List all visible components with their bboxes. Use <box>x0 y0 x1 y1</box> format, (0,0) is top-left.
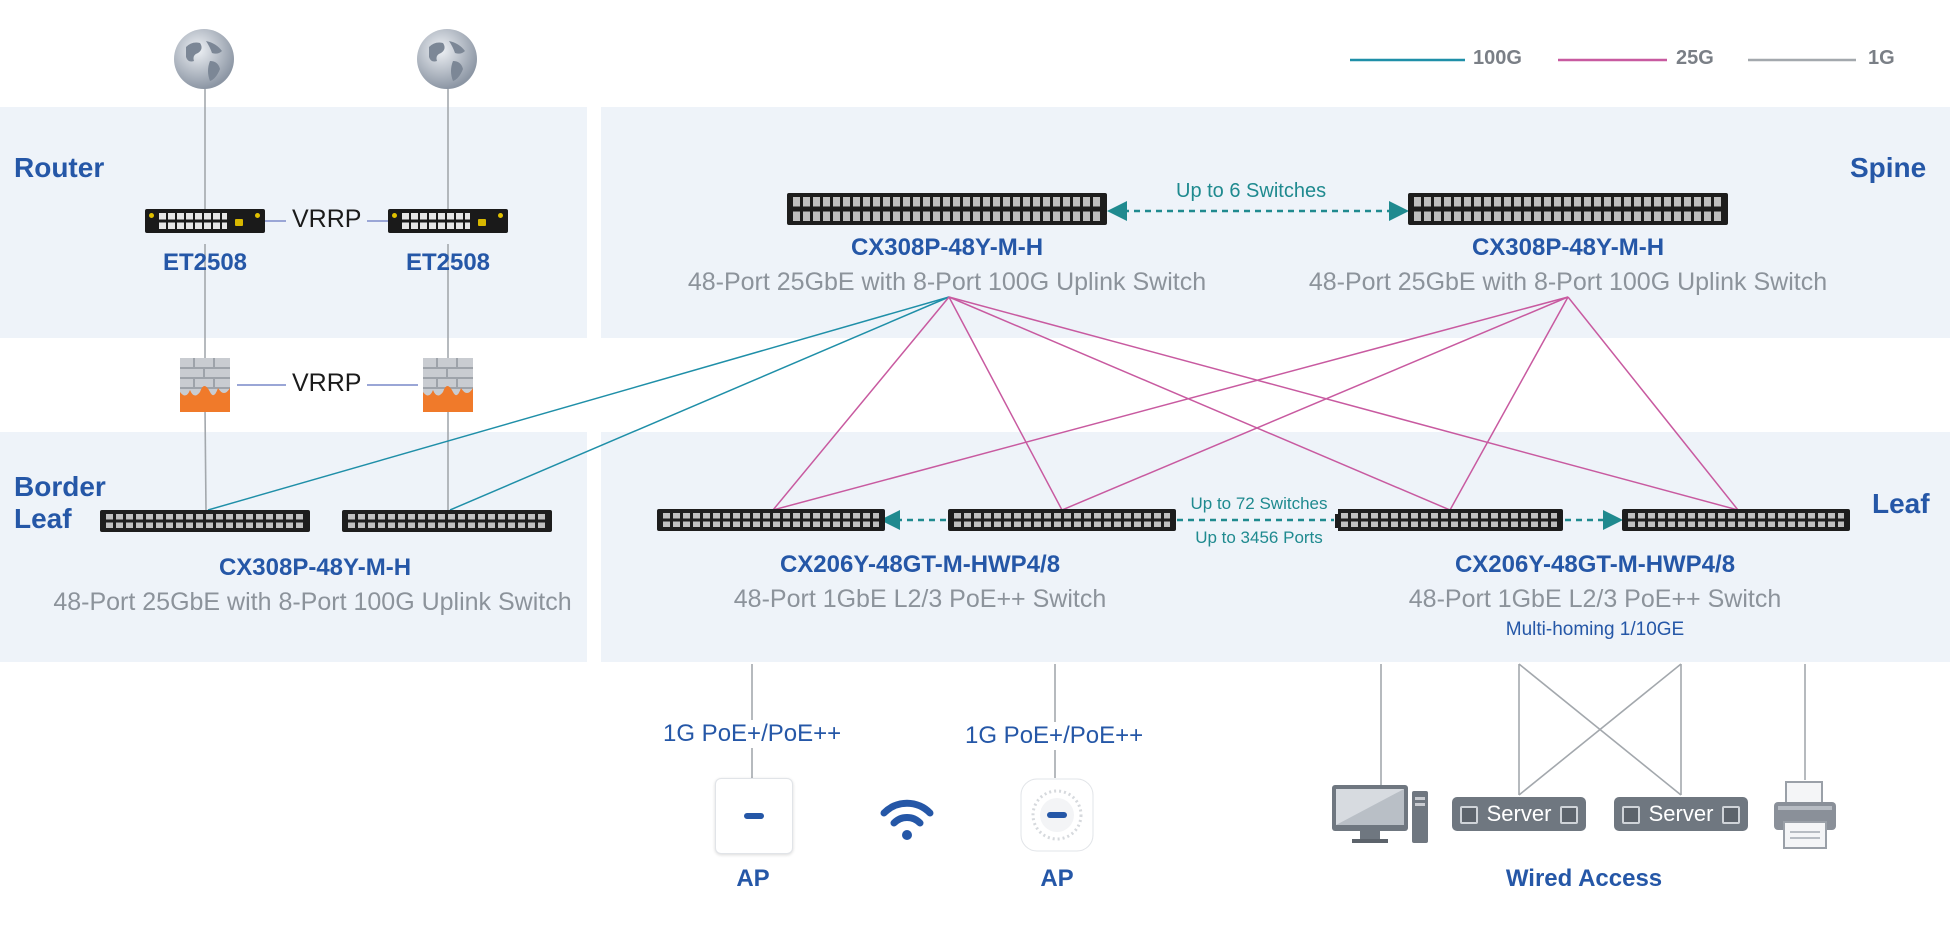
leaf-scale-note-switches: Up to 72 Switches <box>1180 494 1338 514</box>
router-1-model: ET2508 <box>162 249 248 276</box>
100g-links <box>207 296 950 511</box>
firewall-icon <box>180 358 230 412</box>
leaf-switch-2 <box>948 509 1176 531</box>
spine-switch-left <box>787 193 1107 225</box>
server-2-label: Server <box>1648 801 1714 826</box>
leaf-switch-4 <box>1622 509 1850 531</box>
spine-switch-right <box>1408 193 1728 225</box>
poe-label-right: 1G PoE+/PoE++ <box>961 722 1148 750</box>
desktop-icon <box>1332 785 1428 843</box>
tier-label-router: Router <box>14 152 105 183</box>
border-leaf-desc: 48-Port 25GbE with 8-Port 100G Uplink Sw… <box>53 588 572 616</box>
wifi-icon <box>880 799 934 840</box>
border-leaf-switch-1 <box>100 510 310 532</box>
leaf-right-model: CX206Y-48GT-M-HWP4/8 <box>1454 551 1736 578</box>
router-icon <box>145 209 265 233</box>
border-leaf-band <box>0 432 587 662</box>
leaf-scale-note-ports: Up to 3456 Ports <box>1180 528 1338 548</box>
25g-links <box>772 296 1739 511</box>
legend-25g: 25G <box>1676 47 1714 69</box>
leaf-left-desc: 48-Port 1GbE L2/3 PoE++ Switch <box>733 585 1107 613</box>
server-icon: Server <box>1614 797 1748 831</box>
border-leaf-model: CX308P-48Y-M-H <box>218 554 412 581</box>
spine-right-desc: 48-Port 25GbE with 8-Port 100G Uplink Sw… <box>1308 268 1828 296</box>
globe-icon <box>174 29 234 89</box>
access-point-icon <box>715 778 793 854</box>
tier-label-spine: Spine <box>1850 152 1927 183</box>
leaf-right-desc: 48-Port 1GbE L2/3 PoE++ Switch <box>1408 585 1782 613</box>
stacking-links <box>880 201 1623 530</box>
wired-access-label: Wired Access <box>1505 865 1663 892</box>
poe-label-left: 1G PoE+/PoE++ <box>659 720 846 748</box>
spine-right-model: CX308P-48Y-M-H <box>1471 234 1665 261</box>
globe-icon <box>417 29 477 89</box>
tier-label-leaf: Leaf <box>1872 488 1930 519</box>
printer-icon <box>1774 781 1836 849</box>
legend-100g: 100G <box>1473 47 1522 69</box>
router-icon <box>388 209 508 233</box>
leaf-switch-1 <box>657 509 885 531</box>
1g-links <box>204 85 1806 796</box>
ap-left-label: AP <box>736 865 770 892</box>
leaf-switch-3 <box>1335 509 1563 531</box>
spine-left-desc: 48-Port 25GbE with 8-Port 100G Uplink Sw… <box>687 268 1207 296</box>
server-1-label: Server <box>1486 801 1552 826</box>
spine-scale-note: Up to 6 Switches <box>1172 180 1331 203</box>
vrrp-label-firewall: VRRP <box>286 369 368 398</box>
server-icon: Server <box>1452 797 1586 831</box>
tier-label-border-leaf: Border Leaf <box>14 471 106 534</box>
leaf-right-note: Multi-homing 1/10GE <box>1505 619 1685 640</box>
legend-1g: 1G <box>1868 47 1895 69</box>
access-point-icon <box>1020 778 1094 852</box>
vrrp-label-router: VRRP <box>286 205 368 234</box>
border-leaf-switch-2 <box>342 510 552 532</box>
ap-right-label: AP <box>1040 865 1074 892</box>
spine-left-model: CX308P-48Y-M-H <box>850 234 1044 261</box>
leaf-left-model: CX206Y-48GT-M-HWP4/8 <box>779 551 1061 578</box>
vrrp-links <box>237 220 418 386</box>
router-2-model: ET2508 <box>405 249 491 276</box>
firewall-icon <box>423 358 473 412</box>
